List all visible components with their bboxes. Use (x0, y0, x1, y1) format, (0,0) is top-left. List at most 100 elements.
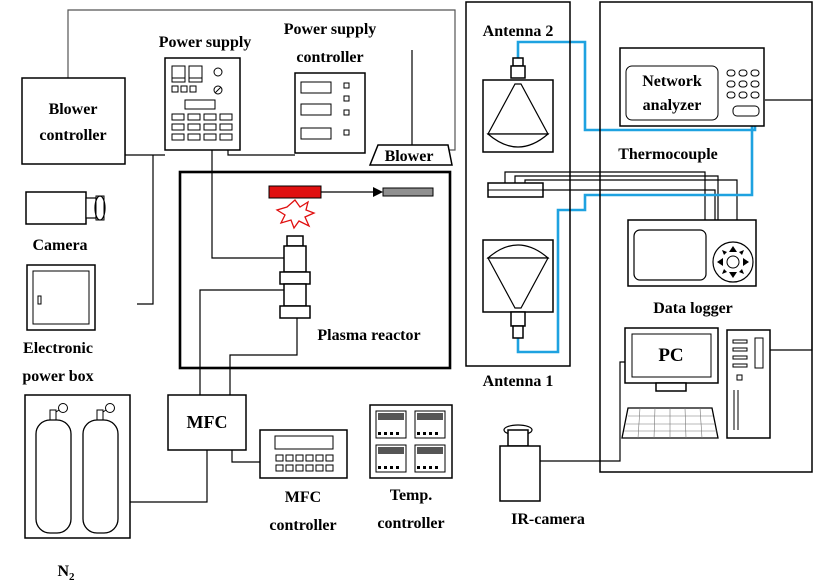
pc-power-button (736, 374, 743, 381)
wire-mfc-to-controller (231, 450, 260, 463)
pc-drive-slot (732, 355, 748, 360)
wire-reactor-to-mfc-b (229, 318, 298, 395)
switch-icon (171, 85, 179, 93)
wire-power-supply-to-reactor (211, 150, 288, 259)
antenna-1-connector (512, 325, 524, 339)
wire-reactor-to-mfc-a (199, 289, 287, 395)
network-analyzer-label-2: analyzer (643, 97, 702, 114)
pc-monitor-stand (655, 382, 687, 392)
pc-screen (631, 333, 712, 378)
wire-blower-controller-to-power-supply (124, 130, 165, 156)
power-supply-controller-label-1: Power supply (284, 21, 377, 38)
pc-drive-slot (732, 339, 748, 344)
indicator-icon (343, 109, 350, 116)
pc-tower (726, 329, 771, 439)
dial-center-icon (726, 255, 740, 269)
data-logger-label: Data logger (653, 300, 733, 317)
reactor-lower-body (283, 283, 307, 307)
blower: Blower (368, 144, 453, 166)
blower-shape (368, 144, 453, 166)
ir-camera-body (499, 445, 541, 502)
electronic-power-box: Electronic power box (22, 264, 96, 385)
arrow-down-icon (729, 272, 737, 278)
antenna-2-feed (510, 65, 526, 79)
instrument-rack (599, 1, 813, 473)
power-box-label-1: Electronic (23, 340, 93, 357)
antenna-2-label: Antenna 2 (483, 23, 554, 40)
valve-icon (96, 409, 104, 421)
antenna-1-horn-icon (486, 257, 550, 309)
data-logger-screen (633, 229, 707, 281)
network-analyzer-keypad (726, 69, 760, 117)
spark-icon (275, 199, 316, 230)
antenna-1-feed (510, 311, 526, 327)
mfc-controller-label-1: MFC (285, 489, 321, 506)
knob-icon (213, 85, 223, 95)
wire-power-box (137, 155, 154, 305)
coax-antenna1-to-network-analyzer (516, 110, 754, 354)
data-logger: Data logger (627, 219, 757, 317)
sample-rod (382, 187, 434, 197)
antenna-1-label: Antenna 1 (483, 373, 554, 390)
blower-controller-label-1: Blower (49, 101, 98, 118)
power-box-outer (26, 264, 96, 331)
arrow-diag-icon (739, 250, 744, 255)
blower-label: Blower (385, 148, 434, 165)
power-supply-controller-label-2: controller (296, 49, 363, 66)
camera-body (25, 191, 87, 225)
ir-camera: IR-camera (499, 424, 585, 528)
n2-label: N2 (57, 563, 75, 583)
temp-controller: Temp. controller (369, 404, 453, 532)
wire-mfc-to-n2 (126, 450, 208, 503)
blower-controller: Blower controller (21, 77, 126, 165)
temp-controller-label-2: controller (377, 515, 444, 532)
switch-icon (189, 85, 197, 93)
ir-camera-label: IR-camera (511, 511, 585, 528)
ir-camera-lens-barrel (507, 429, 529, 447)
power-box-handle (37, 295, 42, 305)
keyboard-keys (624, 407, 717, 439)
mfc-controller: MFC controller (259, 429, 348, 534)
gauge-icon (58, 403, 68, 413)
meter-base (171, 77, 186, 83)
reactor-flange (279, 271, 311, 285)
power-box-label-2: power box (22, 368, 93, 385)
mfc-controller-keypad (275, 454, 334, 472)
thermocouple-wire-2 (514, 175, 719, 220)
n2-cylinder-right (82, 419, 119, 534)
arrow-diag-icon (722, 269, 727, 274)
thermocouple-wire-3 (524, 179, 738, 220)
thermocouple-wire-4 (540, 189, 716, 220)
power-supply-label: Power supply (159, 34, 252, 51)
plasma-reactor: Plasma reactor (178, 170, 452, 370)
knob-mark (214, 86, 222, 94)
arrow-right-icon (743, 258, 749, 266)
pc-label: PC (658, 345, 683, 366)
temp-controller-label-1: Temp. (390, 487, 433, 504)
blower-controller-label-2: controller (39, 127, 106, 144)
display-icon (300, 103, 332, 116)
network-analyzer-label-1: Network (642, 73, 702, 90)
power-box-door (32, 270, 90, 325)
switch-icon (180, 85, 188, 93)
reactor-base (279, 305, 311, 319)
network-analyzer-screen (625, 65, 719, 121)
antenna-frame (465, 1, 571, 367)
n2-cylinder-left (35, 419, 72, 534)
camera-label: Camera (32, 237, 87, 254)
antenna-2-lens (486, 133, 550, 148)
power-supply: Power supply (159, 34, 252, 151)
display-icon (184, 99, 216, 110)
mfc-controller-label-2: controller (269, 517, 336, 534)
camera-lens-ring (95, 195, 105, 221)
arrow-diag-icon (722, 250, 727, 255)
gauge-pipe (55, 409, 60, 413)
mfc: MFC (167, 394, 247, 451)
reactor-upper-body (283, 245, 307, 273)
pc-drive-slot (732, 347, 748, 352)
antenna-panel: Antenna 2 Antenna 1 (465, 1, 571, 390)
antenna-2-connector (512, 57, 524, 67)
temp-controller-units (375, 410, 446, 473)
pc: PC (621, 327, 771, 439)
